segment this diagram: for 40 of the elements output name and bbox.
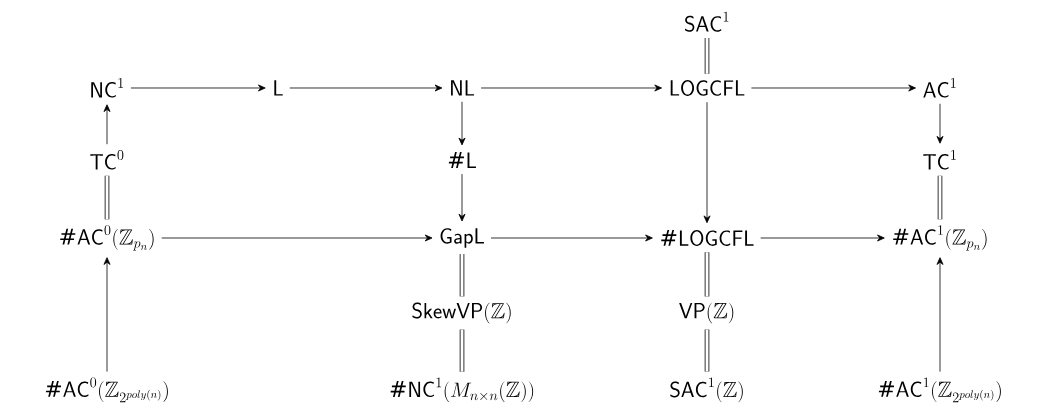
class-label: $\mathsf{AC}^1$ (923, 78, 956, 98)
class-label: $\mathsf{SkewVP}(\mathbb{Z})$ (412, 302, 511, 324)
equality-line (704, 329, 710, 372)
arrow (458, 173, 466, 222)
class-label: $\#\mathsf{AC}^0(\mathbb{Z}_{p_n})$ (60, 225, 154, 251)
equality-line (459, 329, 465, 372)
class-label: $\mathsf{TC}^1$ (923, 150, 956, 170)
arrow (103, 104, 111, 145)
class-label: $\mathsf{NL}$ (451, 80, 474, 96)
arrow (490, 234, 653, 242)
arrow (936, 103, 944, 144)
arrow (289, 84, 443, 92)
equality-line (459, 254, 465, 297)
arrow (703, 101, 711, 224)
class-label: $\#\mathsf{L}$ (448, 152, 476, 168)
class-label: $\#\mathsf{AC}^1(\mathbb{Z}_{2^{poly(n)}})$ (878, 377, 1001, 403)
class-label: $\mathsf{GapL}$ (440, 228, 484, 248)
arrow (103, 257, 111, 372)
equality-line (937, 175, 943, 220)
arrow (760, 234, 885, 242)
arrow (936, 257, 944, 372)
equality-line (704, 38, 710, 74)
class-label: $\#\mathsf{NC}^1(M_{n\times n}(\mathbb{Z}))$ (390, 377, 534, 403)
class-label: $\#\mathsf{AC}^1(\mathbb{Z}_{p_n})$ (893, 225, 987, 251)
equality-line (104, 175, 110, 220)
class-label: $\#\mathsf{LOGCFL}$ (661, 229, 754, 247)
equality-line (704, 252, 710, 297)
class-label: $\mathsf{L}$ (274, 80, 283, 96)
arrow (161, 234, 433, 242)
class-label: $\mathsf{NC}^1$ (91, 78, 124, 98)
class-label: $\#\mathsf{AC}^0(\mathbb{Z}_{2^{poly(n)}})$ (45, 377, 168, 403)
class-label: $\mathsf{LOGCFL}$ (670, 80, 745, 96)
class-label: $\mathsf{SAC}^1$ (684, 11, 729, 32)
class-label: $\mathsf{VP}(\mathbb{Z})$ (679, 302, 734, 324)
arrow (458, 101, 466, 146)
arrow (480, 84, 662, 92)
class-label: $\mathsf{TC}^0$ (90, 150, 124, 170)
class-label: $\mathsf{SAC}^1(\mathbb{Z})$ (670, 377, 743, 403)
arrow (130, 84, 266, 92)
arrow (751, 84, 916, 92)
